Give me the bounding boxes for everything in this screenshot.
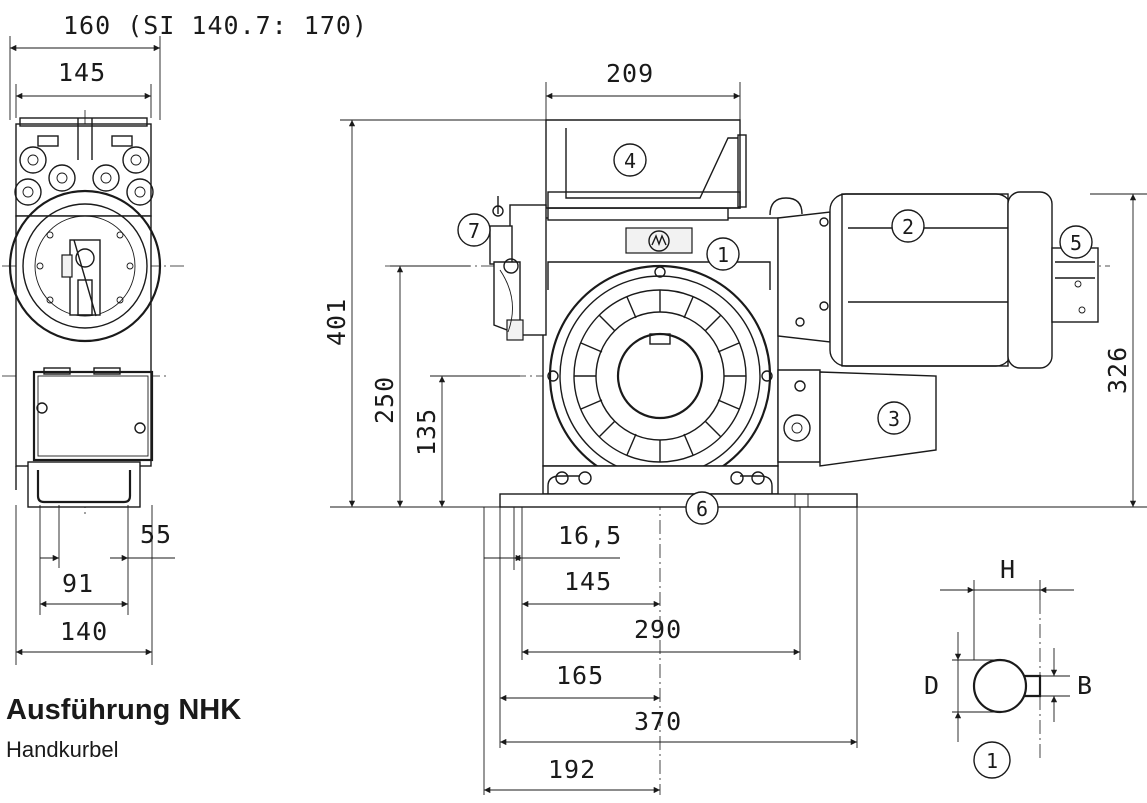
balloon-2: 2 [891, 209, 925, 243]
balloon-1: 1 [706, 237, 740, 271]
dim-base-length: 370 [634, 707, 682, 736]
svg-text:4: 4 [624, 149, 636, 173]
variant-title: Ausführung NHK [6, 694, 242, 726]
dim-side-width: 160 (SI 140.7: 170) [63, 11, 368, 40]
detail-label-h: H [1000, 555, 1016, 584]
svg-text:5: 5 [1070, 231, 1082, 255]
dim-hole-offset: 16,5 [558, 521, 622, 550]
dim-hole-spacing: 290 [634, 615, 682, 644]
balloon-6: 6 [685, 491, 719, 525]
balloon-5: 5 [1059, 225, 1093, 259]
variant-subtitle: Handkurbel [6, 737, 119, 762]
svg-text:3: 3 [888, 407, 900, 431]
hand-crank [61, 239, 101, 317]
detail-label-b: B [1077, 671, 1093, 700]
svg-text:1: 1 [717, 243, 729, 267]
svg-text:6: 6 [696, 497, 708, 521]
balloon-4: 4 [613, 143, 647, 177]
front-dimension-labels: 209 401 250 135 326 16,5 145 290 165 370… [322, 59, 1132, 784]
terminal-box [777, 369, 937, 467]
dim-half-base: 165 [556, 661, 604, 690]
svg-text:7: 7 [468, 219, 480, 243]
side-view [2, 36, 185, 665]
dim-side-foot-inner: 91 [62, 569, 94, 598]
traction-sheave [547, 264, 773, 490]
detail-label-d: D [924, 671, 940, 700]
dim-height-shaft: 135 [412, 408, 441, 456]
side-dimension-labels: 160 (SI 140.7: 170) 145 55 91 140 [58, 11, 368, 646]
shaft-key-detail: H D B 1 [924, 555, 1093, 779]
drive-motor [769, 191, 1099, 369]
terminal-knobs [14, 146, 154, 206]
dim-half-hole: 145 [564, 567, 612, 596]
position-balloons: 1 2 3 4 5 6 7 [457, 143, 1093, 525]
dim-side-inner: 145 [58, 58, 106, 87]
brake-unit [489, 196, 547, 341]
balloon-3: 3 [877, 401, 911, 435]
dim-top-width: 209 [606, 59, 654, 88]
dim-height-axis: 250 [370, 376, 399, 424]
detail-balloon: 1 [986, 749, 998, 773]
dim-base-offset: 192 [548, 755, 596, 784]
dim-height-total: 401 [322, 298, 351, 346]
balloon-7: 7 [457, 213, 491, 247]
dim-side-foot-offset: 55 [140, 520, 172, 549]
front-view [330, 82, 1147, 795]
dim-height-motor: 326 [1103, 346, 1132, 394]
dim-side-foot-outer: 140 [60, 617, 108, 646]
svg-text:2: 2 [902, 215, 914, 239]
